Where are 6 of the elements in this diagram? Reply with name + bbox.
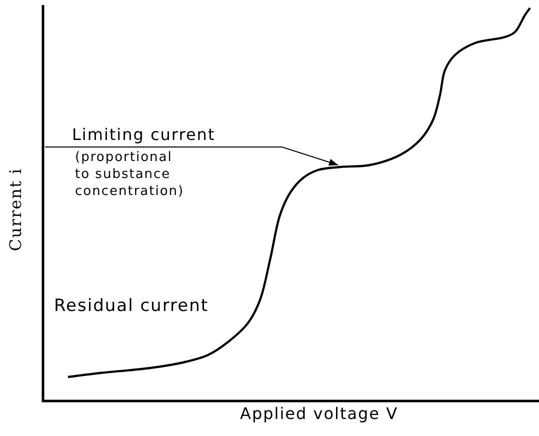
axis-title: Current i (6, 168, 25, 252)
callout-note: (proportional to substance concentration) (75, 149, 186, 200)
curve-label: Residual current (54, 296, 209, 316)
callout-label: Limiting current (72, 126, 216, 143)
axis-title: Applied voltage V (240, 404, 398, 423)
leader-line (214, 146, 338, 166)
